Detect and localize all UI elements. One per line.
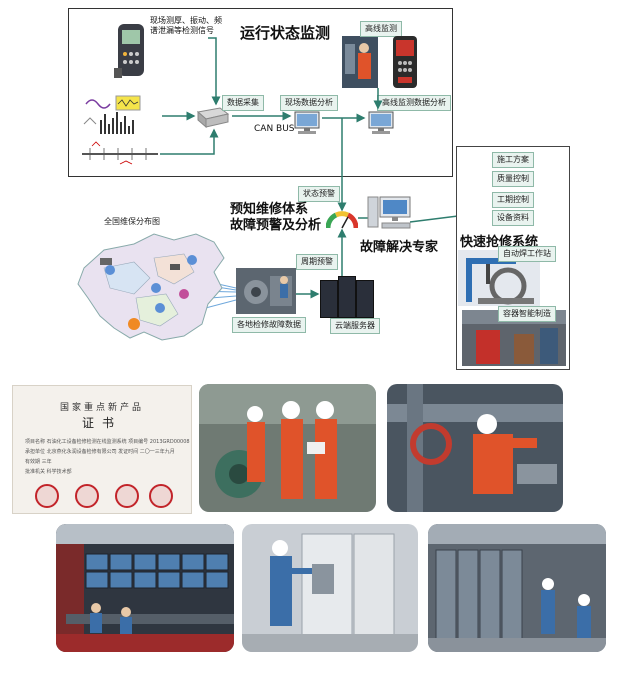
- server-rack-1: [320, 280, 338, 318]
- workers-inspection-photo: [199, 384, 376, 512]
- seal-icon: [149, 484, 173, 508]
- thickness-gauge-image: [112, 18, 150, 80]
- substation-photo: [428, 524, 606, 652]
- certificate-title: 国家重点新产品: [59, 403, 144, 413]
- china-map-image: [74, 228, 230, 346]
- online-analysis-computer: [366, 110, 396, 136]
- right-item-quality: 质量控制: [492, 171, 534, 187]
- server-rack-3: [356, 280, 374, 318]
- field-test-label: 现场测厚、振动、频谱泄漏等检测信号: [150, 16, 222, 35]
- certificate-subtitle: 证书: [81, 416, 122, 430]
- right-item-welding: 自动焊工作站: [498, 246, 556, 262]
- predictive-title-line-2: 故障预警及分析: [230, 218, 322, 234]
- certificate-row-1: 项目名称 石油化工设备检修检测在线监测系统 项目编号 2013GRD00008: [25, 439, 190, 445]
- certificate-row-3: 有效期 三年: [25, 459, 52, 465]
- certificate-row-4: 批准机关 科学技术部: [25, 469, 72, 475]
- certificate-image: 国家重点新产品 证书 项目名称 石油化工设备检修检测在线监测系统 项目编号 20…: [12, 385, 192, 514]
- predictive-title-line-1: 预知维修体系: [230, 202, 309, 217]
- online-analysis-label: 高线监测数据分析: [377, 95, 451, 111]
- seal-icon: [75, 484, 99, 508]
- right-item-schedule: 工期控制: [492, 192, 534, 208]
- seal-icon: [35, 484, 59, 508]
- monitoring-title: 运行状态监测: [240, 24, 331, 42]
- cloud-server-label: 云端服务器: [330, 318, 380, 334]
- handheld-analyzer-image: [392, 35, 418, 89]
- right-item-equipment: 设备资料: [492, 210, 534, 226]
- worker-valve-photo: [387, 384, 563, 512]
- field-analysis-label: 现场数据分析: [280, 95, 338, 111]
- online-monitor-photo: [342, 36, 378, 88]
- state-warning-label: 状态预警: [298, 186, 340, 202]
- pipeline-diagram-image: [80, 140, 160, 168]
- data-collector-device: [196, 106, 230, 129]
- switchgear-inspection-photo: [242, 524, 418, 652]
- control-room-photo: [56, 524, 234, 652]
- right-item-construction: 施工方案: [492, 152, 534, 168]
- map-title: 全国维保分布图: [104, 217, 160, 226]
- data-collect-label: 数据采集: [222, 95, 264, 111]
- expert-computer-image: [366, 193, 414, 233]
- right-item-smart-manufacturing: 容器智能制造: [498, 306, 556, 322]
- predictive-maintenance-title: 预知维修体系 故障预警及分析: [230, 202, 321, 235]
- certificate-row-2: 承担单位 北京燕化永润设备检修有限公司 发证时间 二〇一三年九月: [25, 449, 175, 455]
- online-monitor-label: 高线监测: [360, 21, 402, 37]
- fault-data-photo: [236, 268, 296, 314]
- field-analysis-computer: [292, 110, 322, 136]
- fault-expert-title: 故障解决专家: [360, 240, 439, 255]
- seal-icon: [115, 484, 139, 508]
- vibration-signal-image: [82, 94, 162, 136]
- fault-data-label: 各地检修故障数据: [232, 317, 306, 333]
- can-bus-label: CAN BUS: [254, 124, 295, 134]
- periodic-warning-label: 周期预警: [296, 254, 338, 270]
- warning-gauge-icon: [325, 206, 359, 230]
- server-rack-2: [338, 276, 356, 318]
